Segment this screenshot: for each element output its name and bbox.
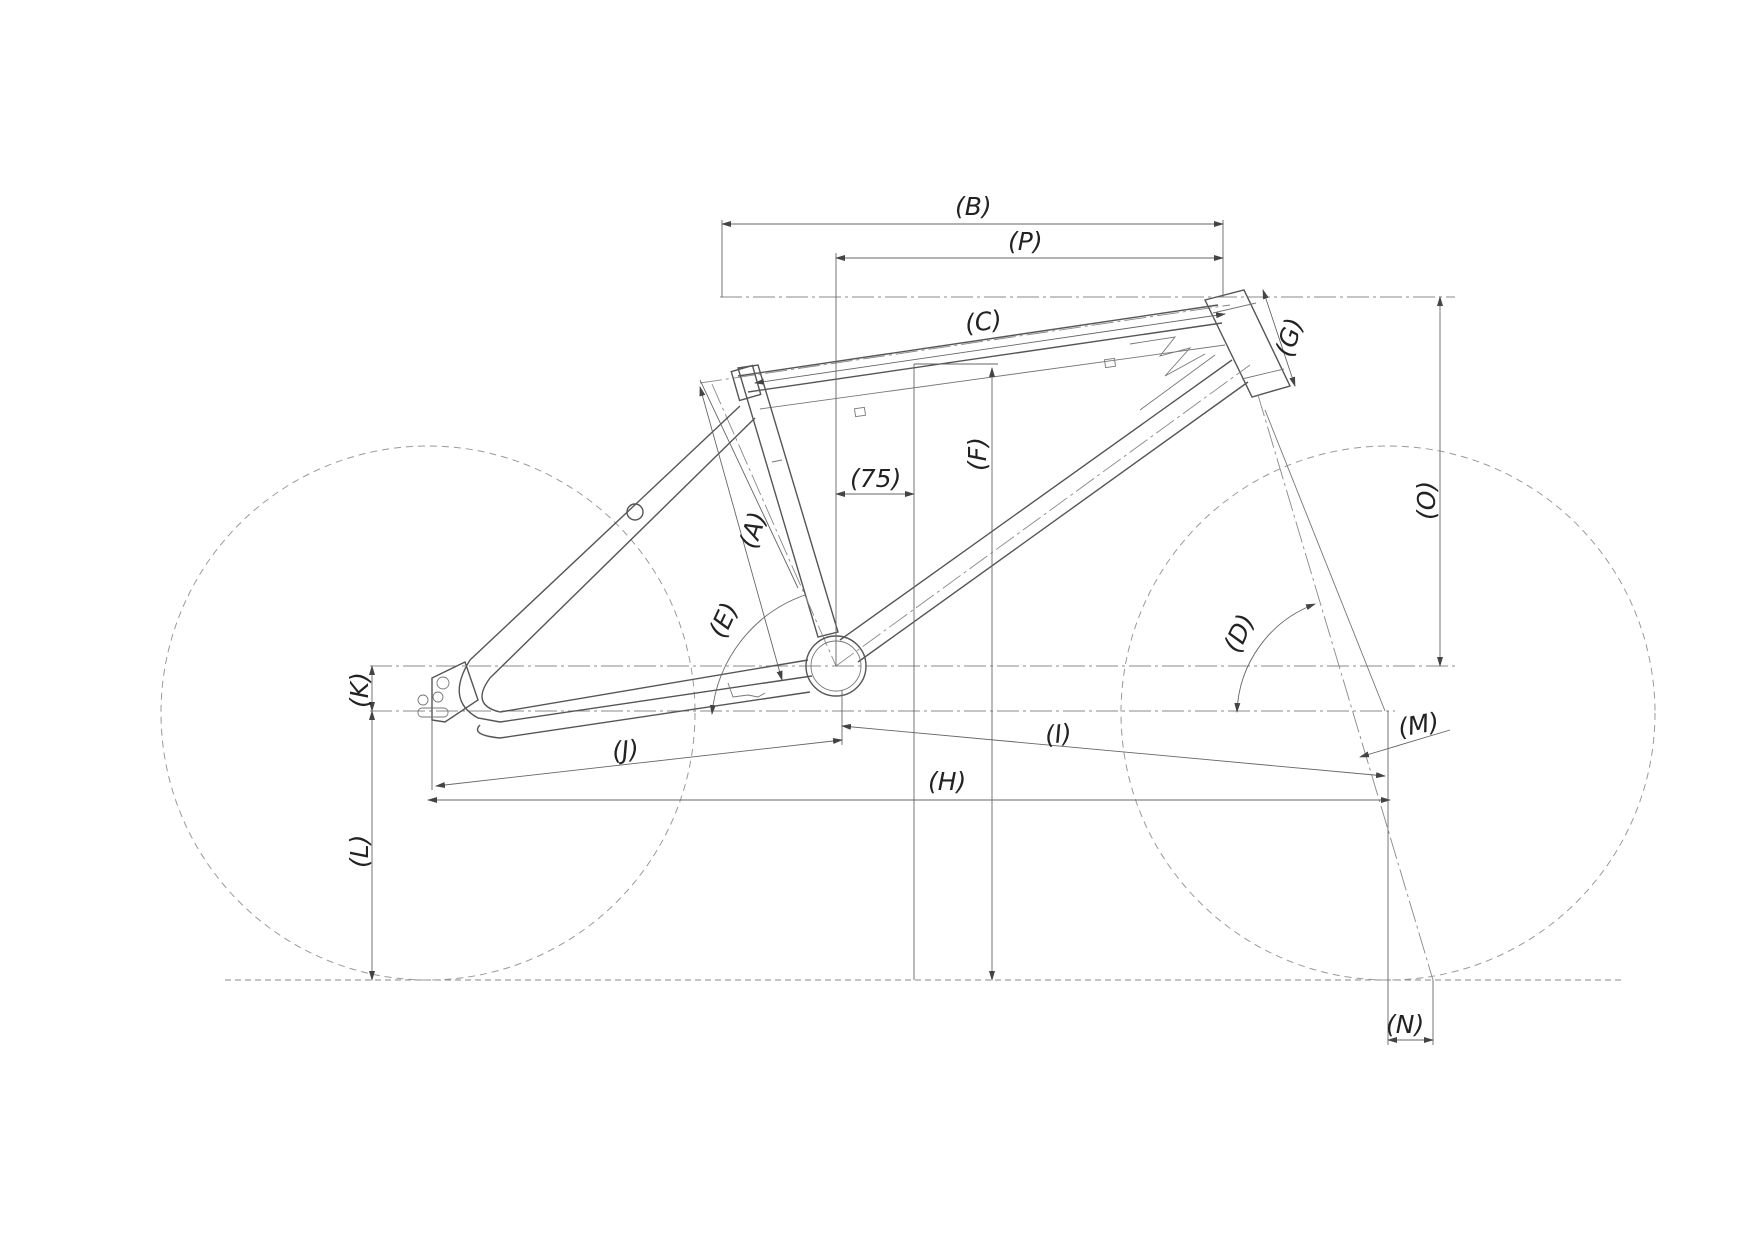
steering-axis-line [1257,394,1434,981]
label-c: (C) [963,305,1004,339]
label-f: (F) [963,437,992,471]
rear-wheel [160,445,696,981]
front-wheel [1120,445,1656,981]
label-p: (P) [1008,227,1043,256]
label-j: (J) [611,734,641,766]
label-g: (G) [1270,314,1310,360]
label-seat-offset: (75) [850,464,901,493]
label-h: (H) [928,767,966,796]
label-l: (L) [345,835,374,868]
bike-frame [417,289,1291,739]
label-i: (I) [1043,718,1073,750]
label-b: (B) [955,192,992,221]
label-a: (A) [733,508,772,552]
label-o: (O) [1412,481,1441,520]
label-e: (E) [703,598,744,642]
fork-line [1264,409,1386,712]
label-n: (N) [1386,1010,1424,1039]
label-d: (D) [1218,609,1261,656]
label-k: (K) [345,672,374,708]
label-m: (M) [1396,707,1441,743]
dimension-lines [369,220,1451,1045]
